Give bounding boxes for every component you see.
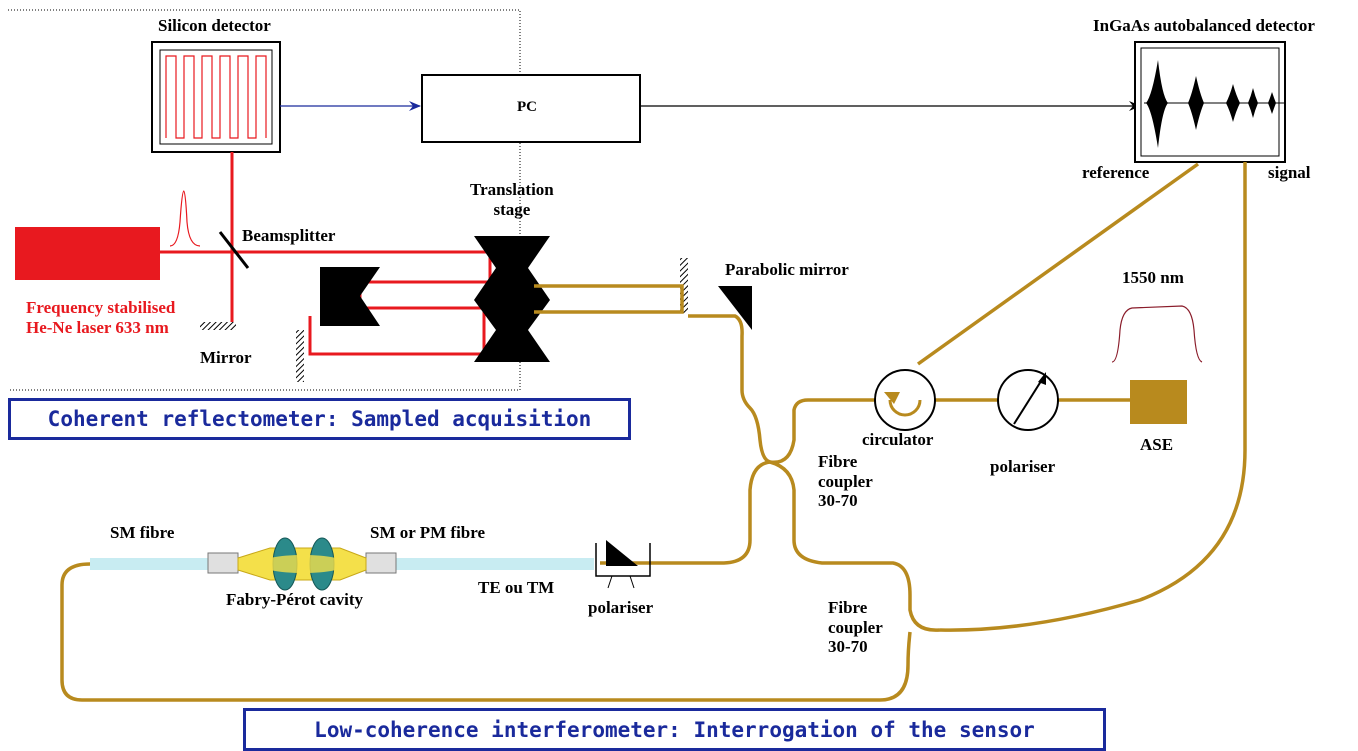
laser-label: Frequency stabilised He-Ne laser 633 nm	[26, 298, 176, 337]
circulator-label: circulator	[862, 430, 934, 449]
laser-source	[15, 227, 160, 280]
parabolic-mirror	[718, 286, 752, 330]
silicon-detector	[151, 41, 281, 153]
beamsplitter	[218, 231, 250, 269]
ase-label: ASE	[1140, 435, 1174, 454]
side-mirror	[296, 330, 304, 382]
mirror	[200, 322, 236, 330]
polariser-sensor-label: polariser	[588, 598, 654, 617]
fibre-network	[60, 162, 1247, 702]
sensor-polariser	[595, 540, 651, 589]
ingaas-detector-label: InGaAs autobalanced detector	[1093, 16, 1315, 35]
retroreflector-left	[320, 267, 380, 326]
interferogram-signal	[1144, 60, 1284, 148]
parabolic-mirror-label: Parabolic mirror	[725, 260, 849, 279]
polariser-dial	[997, 369, 1059, 431]
square-wave-signal	[165, 55, 267, 139]
reflectometer-frame	[8, 9, 521, 391]
fibre-coupler-upper-label: Fibre coupler 30-70	[818, 452, 873, 511]
signal-label: signal	[1268, 163, 1311, 182]
wavelength-label: 1550 nm	[1122, 268, 1184, 287]
beamsplitter-label: Beamsplitter	[242, 226, 336, 245]
pc-box	[421, 74, 641, 143]
translation-stage-label: Translation stage	[470, 180, 554, 219]
circulator	[874, 369, 936, 431]
laser-beam-path	[160, 152, 492, 356]
ferrule-right	[365, 552, 397, 574]
ferrule-left	[207, 552, 239, 574]
sm-pm-fibre	[394, 558, 594, 570]
low-coherence-interferometer-banner: Low-coherence interferometer: Interrogat…	[243, 708, 1106, 751]
pulse-shape	[169, 190, 201, 247]
sm-fibre	[90, 558, 210, 570]
fibre-coupler-lower-label: Fibre coupler 30-70	[828, 598, 883, 657]
ase-spectrum	[1111, 305, 1203, 363]
polariser-ase-label: polariser	[990, 457, 1056, 476]
ase-source	[1130, 380, 1187, 424]
translation-stage-retroreflector	[474, 236, 550, 362]
sm-fibre-label: SM fibre	[110, 523, 175, 542]
fabry-perot-label: Fabry-Pérot cavity	[226, 590, 364, 609]
mirror-label: Mirror	[200, 348, 252, 367]
te-tm-label: TE ou TM	[478, 578, 555, 597]
sm-pm-fibre-label: SM or PM fibre	[370, 523, 486, 542]
coherent-reflectometer-banner: Coherent reflectometer: Sampled acquisit…	[8, 398, 631, 440]
parabolic-mirror-mount	[680, 258, 688, 313]
fabry-perot-cavity	[237, 537, 367, 591]
silicon-detector-label: Silicon detector	[158, 16, 271, 35]
pc-label: PC	[517, 99, 537, 115]
reference-label: reference	[1082, 163, 1150, 182]
